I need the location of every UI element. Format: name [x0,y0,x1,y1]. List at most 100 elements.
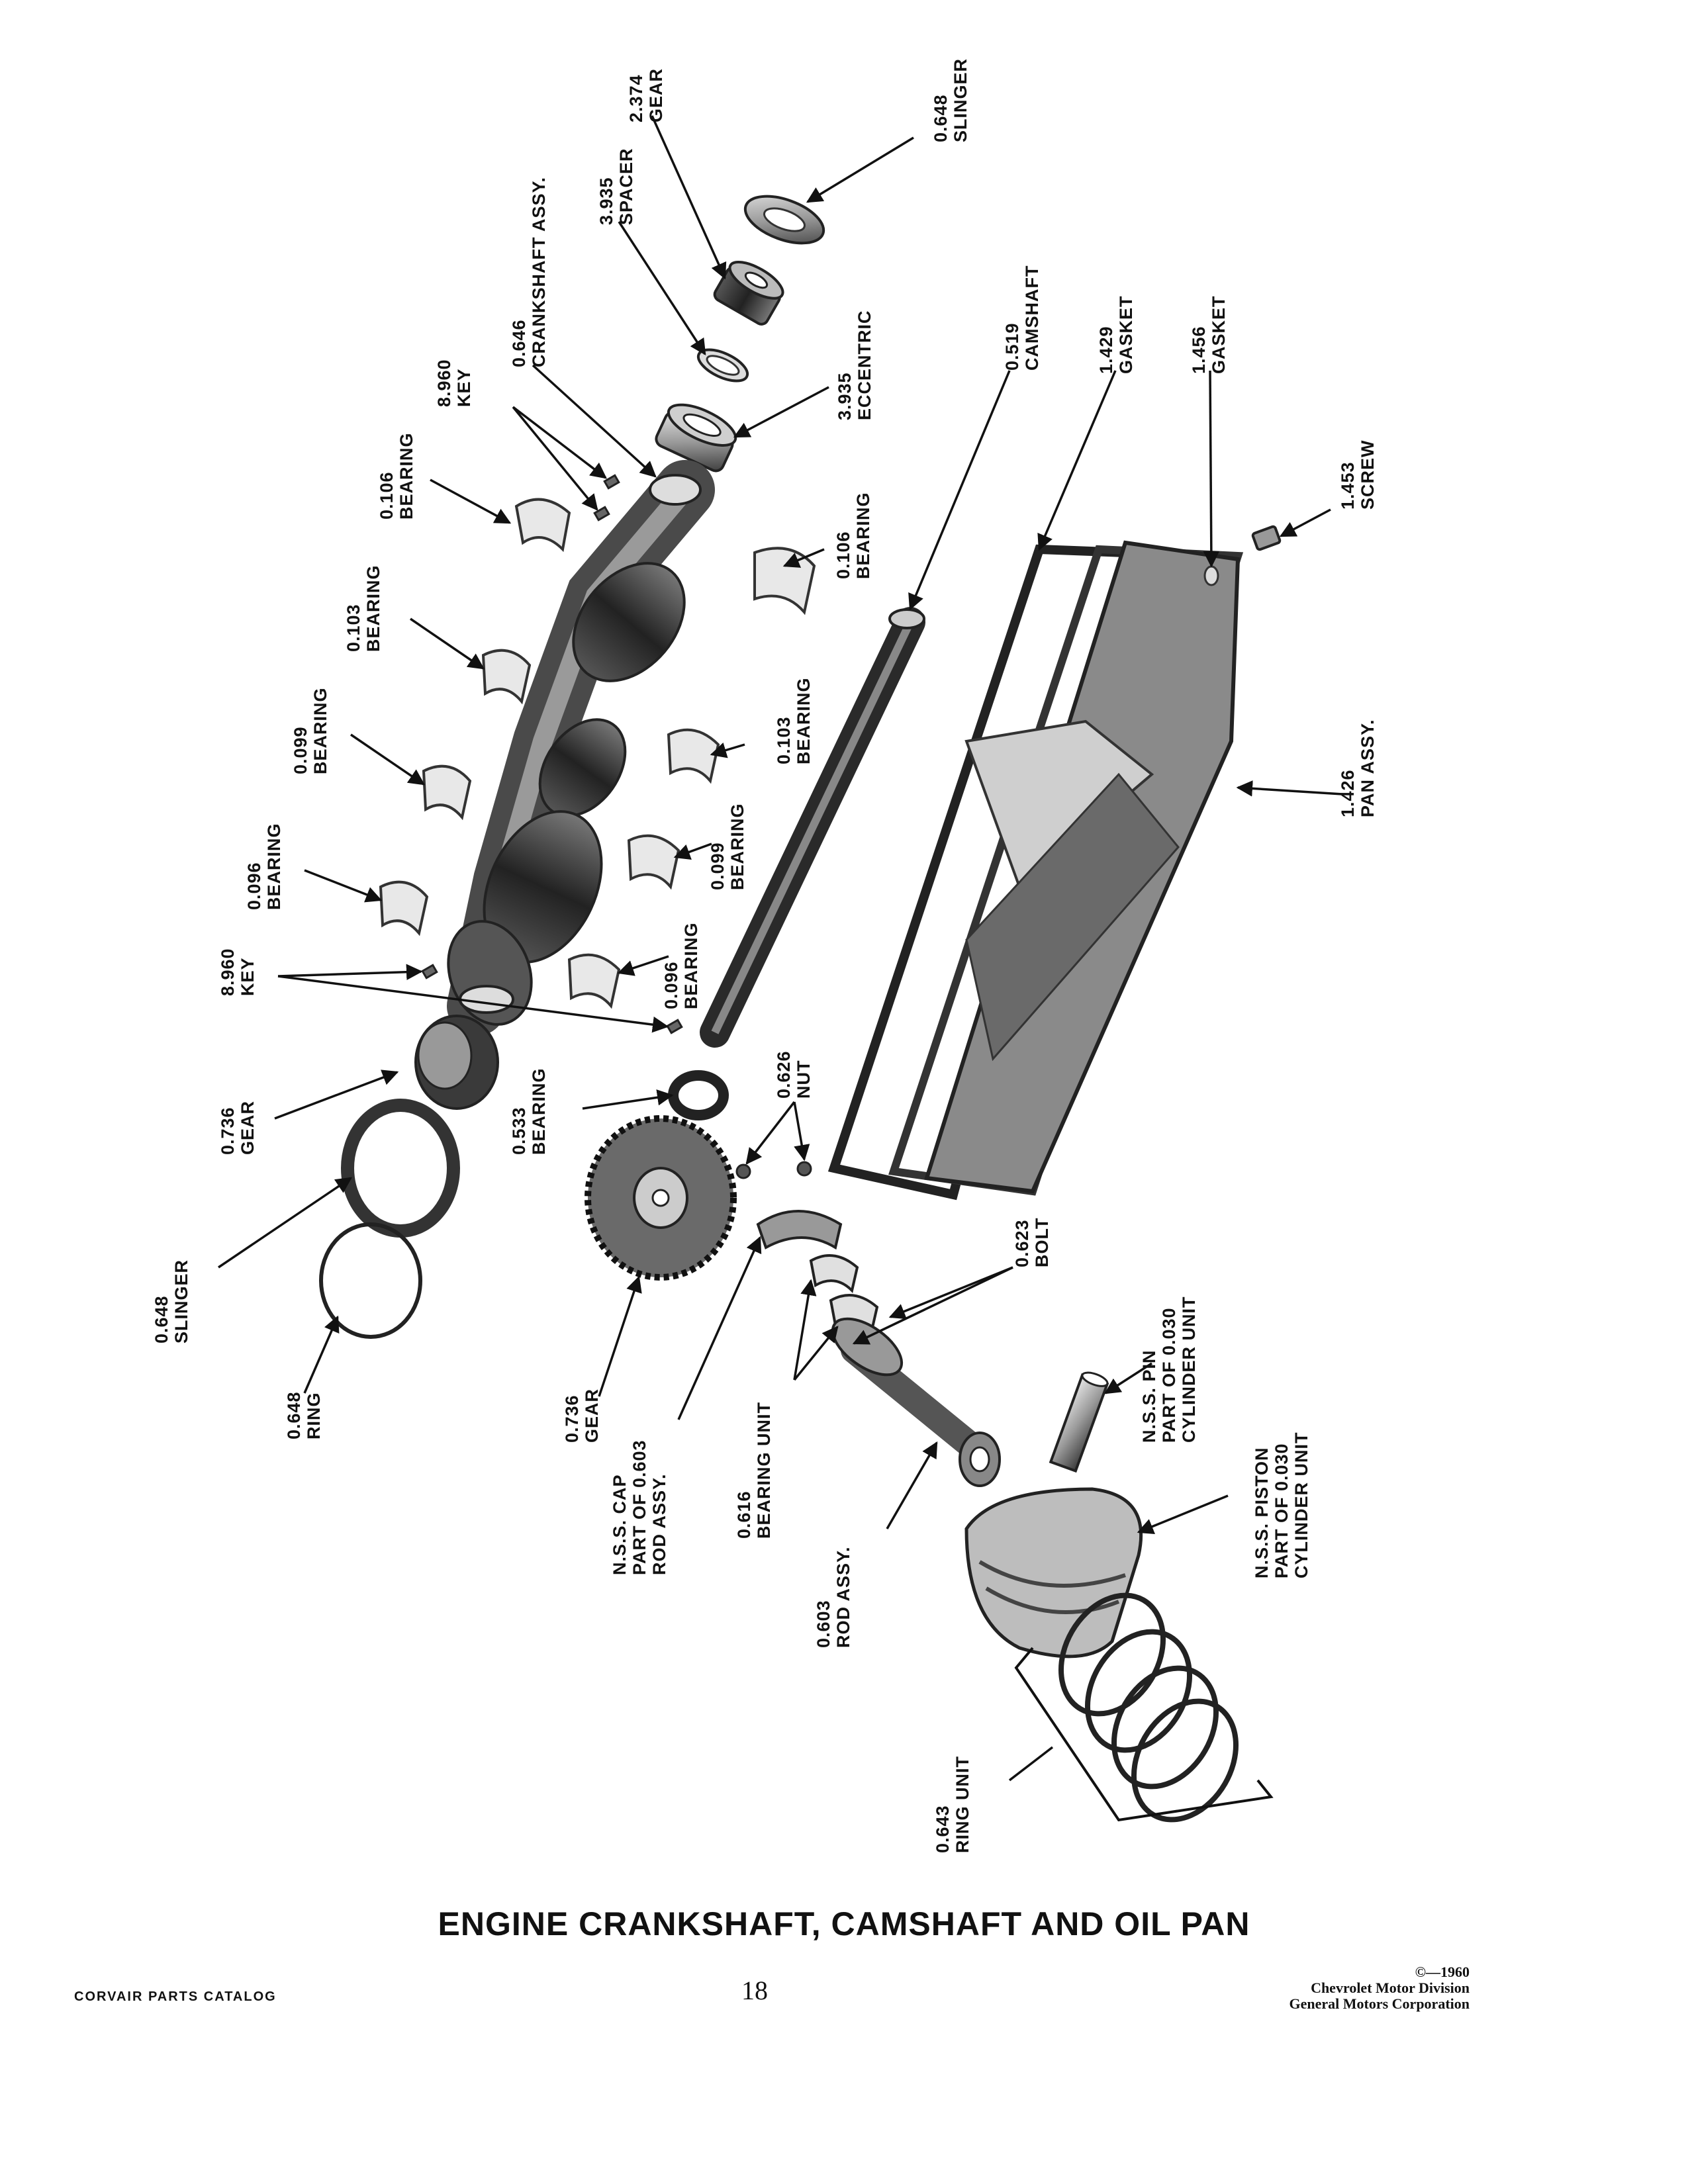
crank-bearing-shells [379,498,571,936]
crankshaft-part [447,460,715,1036]
callout-line: GASKET [1116,295,1136,374]
callout-line: N.S.S. PIN [1139,1349,1159,1443]
callout-line: SPACER [616,148,636,225]
connecting-rod-part [831,1317,1001,1487]
callout-line: 0.648 [152,1295,171,1343]
callout-line: 0.103 [344,604,363,652]
copyright-block: ©—1960 Chevrolet Motor Division General … [1289,1964,1470,2012]
callout-line: CRANKSHAFT ASSY. [529,177,549,367]
callout-line: ROD ASSY. [833,1546,853,1648]
callout-line: CAMSHAFT [1022,265,1042,371]
callout-line: 0.623 [1012,1219,1032,1267]
callout-line: N.S.S. CAP [610,1474,630,1575]
callout-line: ROD ASSY. [649,1473,669,1575]
callout-line: PART OF 0.603 [630,1439,649,1575]
callout-line: 0.603 [814,1600,833,1648]
callout-line: 2.374 [626,74,646,122]
callout-line: BEARING [310,687,330,774]
callout-line: 0.643 [933,1805,953,1853]
page-number: 18 [741,1976,768,2005]
nut-part-1 [735,1163,751,1179]
ring-part [319,1222,422,1339]
page-title: ENGINE CRANKSHAFT, CAMSHAFT AND OIL PAN [438,1905,1250,1942]
parts-illustration [319,195,1282,1823]
piston-pin-part [1049,1371,1109,1473]
callout-line: KEY [238,957,258,996]
callout-line: BEARING [264,823,284,910]
callout-line: PART OF 0.030 [1159,1307,1179,1443]
slinger-bottom-part [341,1099,460,1238]
callout-line: BEARING [363,565,383,652]
callout-line: 1.429 [1096,326,1116,374]
callout-line: 0.106 [377,471,397,520]
crank-gear-part [414,1015,499,1110]
nut-part-2 [796,1161,812,1177]
callout-line: CYLINDER UNIT [1291,1432,1311,1579]
callout-line: GEAR [582,1388,602,1443]
callout-line: N.S.S. PISTON [1252,1447,1272,1578]
callout-line: BEARING [853,492,873,579]
callout-line: BEARING [397,432,416,520]
callout-line: 0.646 [509,319,529,367]
callout-line: 0.736 [562,1394,582,1443]
piston-part [964,1487,1143,1659]
callout-line: BEARING [529,1068,549,1155]
callout-line: 1.456 [1189,326,1209,374]
small-gasket-part [1203,565,1219,586]
callout-line: ECCENTRIC [855,310,874,420]
callout-line: 0.099 [291,726,310,774]
piston-rings-part [1058,1592,1239,1823]
callout-line: NUT [794,1060,814,1099]
callout-line: 3.935 [596,177,616,225]
callout-line: 8.960 [434,359,454,407]
callout-line: 0.096 [244,862,264,910]
callout-line: 0.103 [774,716,794,764]
callout-line: 1.453 [1338,461,1358,510]
leader-lines [218,115,1343,1782]
keys [421,474,683,1034]
copyright-corporation: General Motors Corporation [1289,1995,1470,2012]
callout-line: BEARING UNIT [754,1402,774,1539]
callout-line: 0.519 [1002,322,1022,371]
callout-line: 1.426 [1338,769,1358,817]
callout-line: 0.096 [661,961,681,1009]
callout-line: KEY [454,368,474,407]
callout-line: PAN ASSY. [1358,719,1378,817]
callout-line: BEARING [727,803,747,890]
gear-top-part [713,260,784,326]
bearing-533-part [668,1070,729,1120]
callout-line: 0.648 [284,1391,304,1439]
callout-line: BEARING [681,922,701,1009]
callout-line: SLINGER [171,1259,191,1343]
callout-line: 0.648 [931,94,951,142]
callout-line: 0.533 [509,1107,529,1155]
eccentric-part [655,403,737,473]
